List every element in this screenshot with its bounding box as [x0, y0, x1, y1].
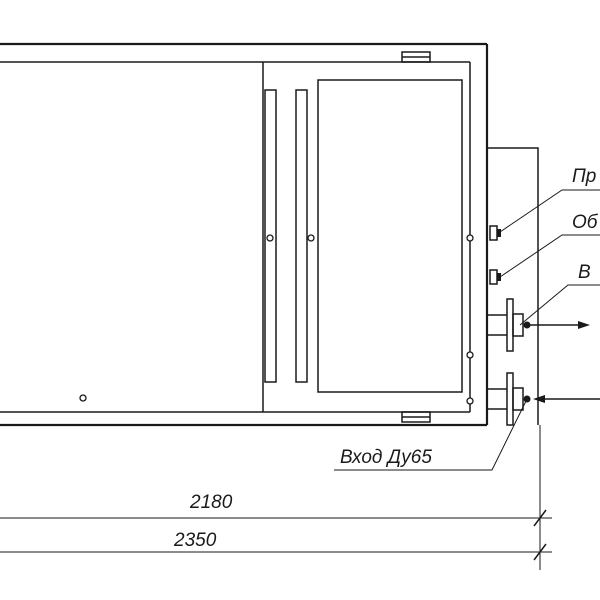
inlet-arrow-head — [533, 395, 545, 403]
tick-overall-right — [533, 543, 547, 561]
bolt-exchanger-mid — [466, 351, 474, 359]
callout-label-top: Пр — [572, 166, 596, 187]
outlet-flange — [506, 298, 514, 352]
inlet-pipe — [487, 372, 600, 426]
dimension-label-overall: 2350 — [173, 530, 217, 551]
connection-box — [487, 147, 541, 570]
fitting-second — [489, 269, 501, 285]
inlet-flange — [506, 372, 514, 426]
callout-label-inlet: Вход Ду65 — [340, 447, 432, 468]
leader-top — [499, 189, 600, 233]
cabinet-body — [0, 42, 489, 427]
filter-section — [264, 79, 474, 405]
outlet-arrow-head — [578, 321, 590, 329]
bolt-exchanger-top — [466, 234, 474, 242]
tick-inner-right — [533, 509, 547, 527]
filter-panel-right — [295, 89, 308, 383]
leader-inlet — [334, 398, 528, 471]
lifting-lug-top — [401, 51, 431, 63]
outlet-pipe — [487, 298, 590, 352]
bolt-left-panel — [79, 394, 87, 402]
bolt-filter — [266, 234, 274, 242]
filter-panel-left — [264, 89, 277, 383]
lifting-lug-bottom — [401, 411, 431, 423]
dimension-overall: 2350 — [0, 530, 552, 561]
dimension-inner: 2180 — [0, 492, 552, 527]
fitting-top — [489, 225, 501, 241]
dimension-label-inner: 2180 — [189, 492, 233, 513]
heat-exchanger-box — [317, 79, 463, 393]
callout-label-third: В — [578, 262, 591, 283]
leader-second — [499, 234, 600, 278]
callout-label-second: Об — [572, 212, 599, 233]
leader-third — [519, 284, 600, 326]
bolt-divider — [307, 234, 315, 242]
bolt-exchanger-bottom — [466, 397, 474, 405]
callout-leaders — [334, 189, 600, 471]
